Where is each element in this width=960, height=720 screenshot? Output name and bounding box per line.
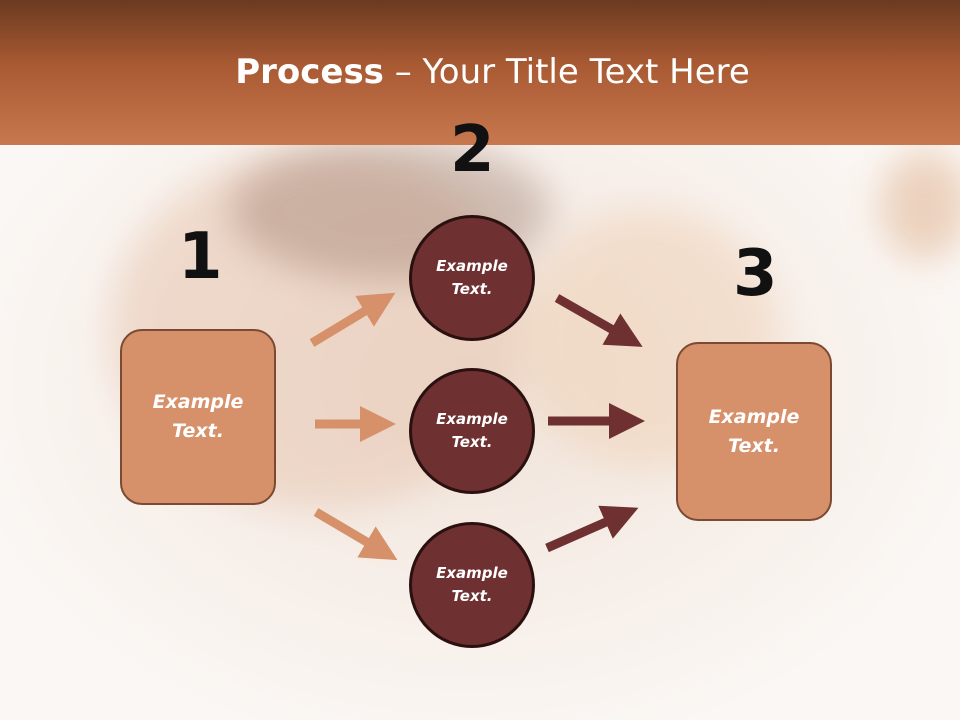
- arrow-to-circle-1: [309, 292, 396, 347]
- step-1-box-label: Example Text.: [152, 391, 244, 442]
- arrow-from-circle-3: [545, 505, 639, 553]
- step-3-box-label: Example Text.: [708, 405, 800, 457]
- circle-top-label: Example Text.: [436, 257, 508, 298]
- arrow-to-circle-3: [313, 508, 398, 561]
- slide-title: Process – Your Title Text Here: [0, 52, 960, 92]
- step-2-circle-middle[interactable]: Example Text.: [409, 368, 535, 494]
- step-2-circle-top[interactable]: Example Text.: [409, 215, 535, 341]
- step-number-3: 3: [733, 237, 778, 311]
- background-photo-lamp: [880, 150, 960, 260]
- title-bar: [0, 0, 960, 145]
- circle-bottom-label: Example Text.: [436, 564, 508, 605]
- arrow-from-circle-1: [554, 294, 643, 347]
- step-number-2: 2: [450, 113, 495, 187]
- step-1-box[interactable]: Example Text.: [120, 329, 276, 505]
- step-number-1: 1: [178, 220, 223, 294]
- title-strong: Process: [235, 52, 384, 92]
- step-3-box[interactable]: Example Text.: [676, 342, 832, 521]
- title-rest: – Your Title Text Here: [383, 52, 750, 92]
- circle-middle-label: Example Text.: [436, 410, 508, 451]
- step-2-circle-bottom[interactable]: Example Text.: [409, 522, 535, 648]
